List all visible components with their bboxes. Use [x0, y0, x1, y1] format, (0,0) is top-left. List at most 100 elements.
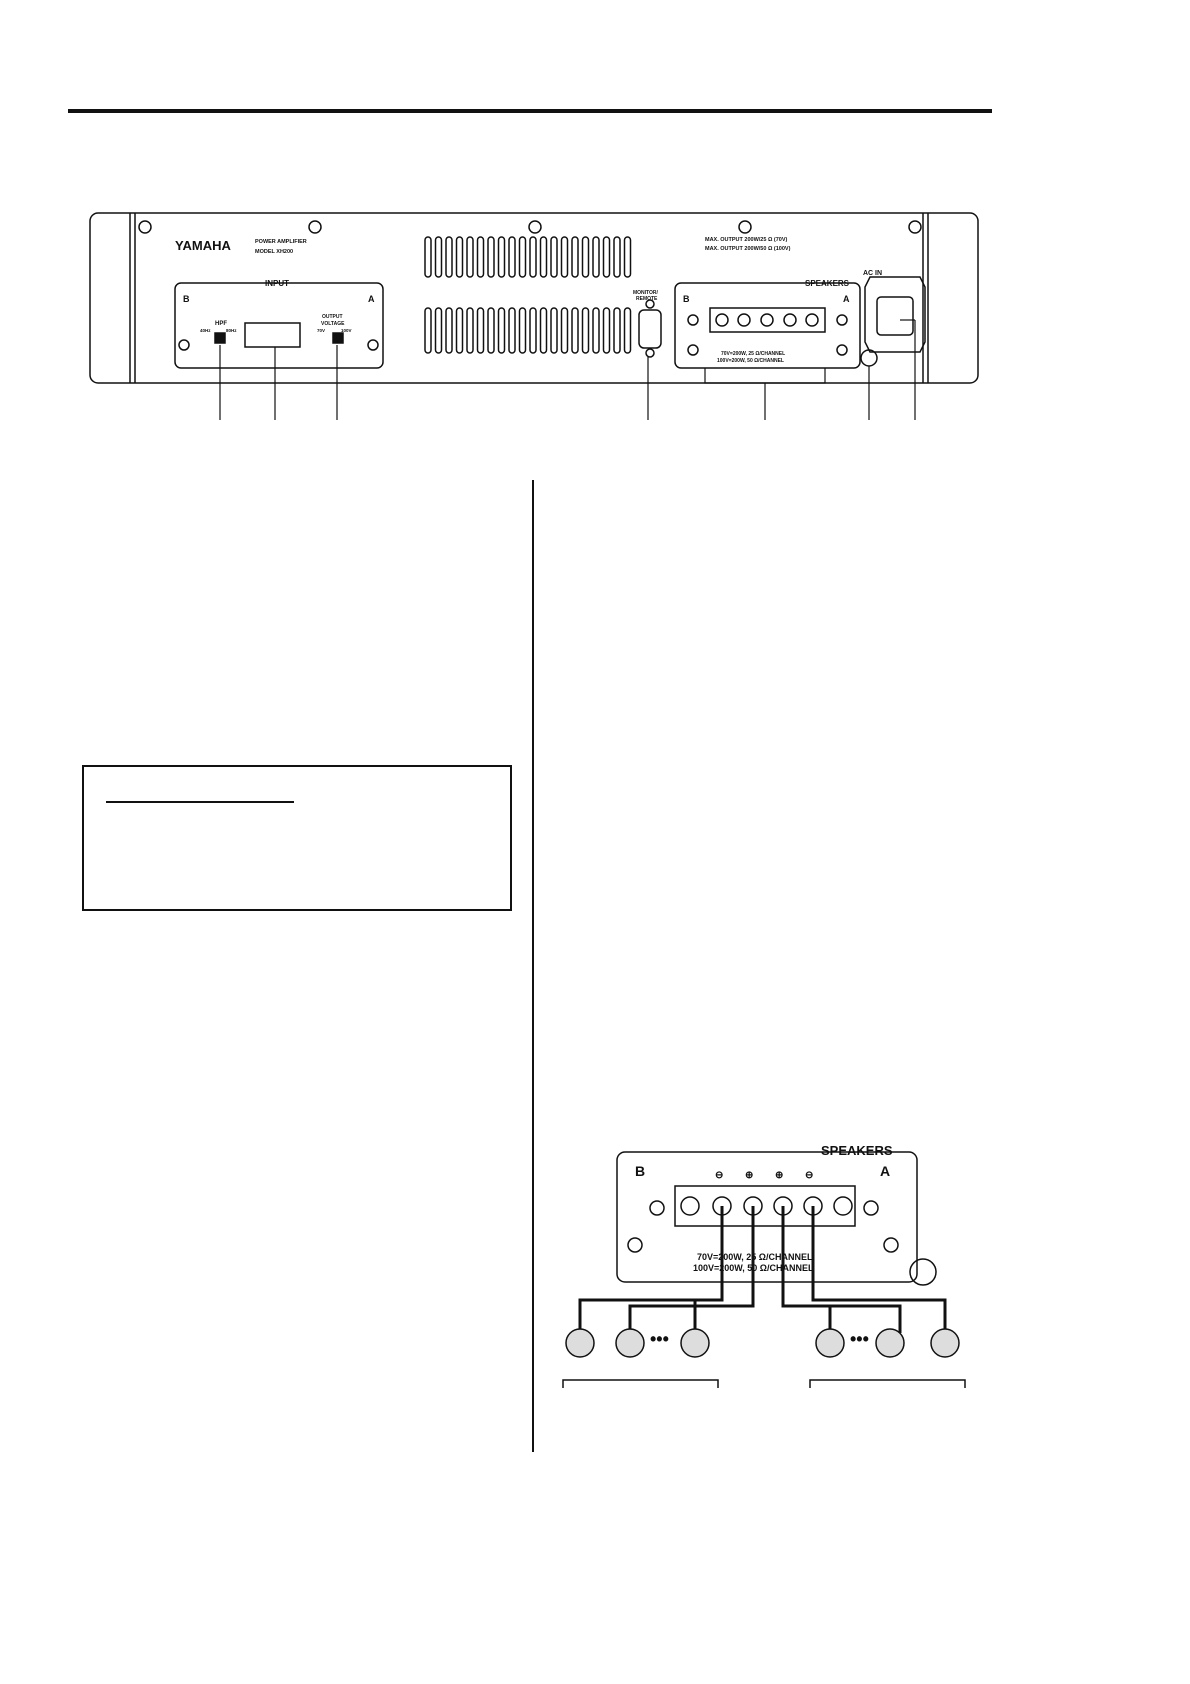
- vent-slot: [539, 236, 548, 278]
- vent-slot: [581, 236, 590, 278]
- bracket-group-a: [809, 1379, 966, 1388]
- bracket-group-b: [562, 1379, 719, 1388]
- channel-b-label: B: [635, 1163, 645, 1179]
- channel-a-label: A: [880, 1163, 890, 1179]
- ground-terminal: [909, 1258, 937, 1286]
- polarity-1: ⊖: [715, 1170, 723, 1181]
- input-channel-b: B: [183, 294, 190, 304]
- screw-icon: [138, 220, 922, 234]
- brand-logo: YAMAHA: [175, 238, 231, 253]
- speakers-title: SPEAKERS: [805, 279, 850, 288]
- vent-slot: [476, 236, 485, 278]
- vent-slot: [508, 236, 516, 278]
- note-box: [82, 765, 512, 911]
- callout-lines: [219, 319, 916, 420]
- ground-terminal: [860, 349, 878, 367]
- vent-slot: [613, 236, 621, 278]
- voltage-option-100: 100V: [341, 328, 352, 333]
- hpf-option-40: 40Hz: [200, 328, 211, 333]
- vent-slot: [434, 236, 443, 278]
- output-voltage-label-2: VOLTAGE: [321, 321, 345, 327]
- vent-slot: [424, 236, 432, 278]
- vent-slot: [592, 236, 600, 278]
- model-label: MODEL XH200: [255, 249, 293, 255]
- vent-slot: [487, 236, 495, 278]
- polarity-2: ⊕: [745, 1170, 753, 1181]
- vent-slot: [613, 307, 621, 354]
- speaker-connection-diagram: ••• ••• SPEAKERS B A ⊖ ⊕ ⊕ ⊖ 70V=200W, 25…: [562, 1143, 966, 1388]
- speaker-wires: [578, 1206, 947, 1333]
- input-terminal-block: [244, 322, 301, 348]
- vent-slot: [560, 307, 569, 354]
- output-voltage-switch: [332, 332, 344, 344]
- note-heading-rule: [106, 801, 294, 803]
- vent-slot: [466, 307, 474, 354]
- max-output-1: MAX. OUTPUT 200W/25 Ω (70V): [705, 237, 788, 243]
- ac-inlet: [864, 276, 926, 353]
- column-divider: [532, 480, 534, 1452]
- vent-slot: [602, 236, 611, 278]
- vent-slot: [550, 236, 558, 278]
- svg-text:•••: •••: [850, 1329, 869, 1349]
- top-rule: [68, 109, 992, 113]
- input-panel: [174, 282, 384, 369]
- hpf-option-80: 80Hz: [226, 328, 237, 333]
- hpf-switch: [214, 332, 226, 344]
- vent-slot: [497, 307, 506, 354]
- input-channel-a: A: [368, 294, 375, 304]
- vent-slot: [592, 307, 600, 354]
- vent-slot: [571, 307, 579, 354]
- vent-slot: [455, 307, 464, 354]
- vent-slot: [539, 307, 548, 354]
- rear-panel-illustration: YAMAHA POWER AMPLIFIER MODEL XH200 MAX. …: [89, 212, 979, 420]
- vent-slot: [571, 236, 579, 278]
- vent-slot: [445, 236, 453, 278]
- output-voltage-label: OUTPUT: [322, 314, 343, 320]
- polarity-4: ⊖: [805, 1170, 813, 1181]
- rating-line-1: 70V=200W, 25 Ω/CHANNEL: [697, 1252, 813, 1262]
- monitor-label: MONITOR/: [633, 290, 659, 296]
- monitor-remote-connector: [638, 309, 662, 349]
- input-title: INPUT: [265, 279, 289, 288]
- voltage-option-70: 70V: [317, 328, 325, 333]
- vent-slot: [424, 307, 432, 354]
- vent-slot: [508, 307, 516, 354]
- ventilation-slots: [424, 236, 632, 354]
- speakers-title: SPEAKERS: [821, 1143, 893, 1158]
- vent-slot: [550, 307, 558, 354]
- speaker-terminal-block: [709, 307, 826, 333]
- vent-slot: [581, 307, 590, 354]
- vent-slot: [518, 236, 527, 278]
- product-type: POWER AMPLIFIER: [255, 239, 307, 245]
- speakers-rating-1: 70V=200W, 25 Ω/CHANNEL: [721, 351, 785, 357]
- ac-in-label: AC IN: [863, 270, 882, 277]
- speaker-terminal-block: [674, 1185, 856, 1227]
- vent-slot: [487, 307, 495, 354]
- max-output-2: MAX. OUTPUT 200W/50 Ω (100V): [705, 246, 791, 252]
- vent-slot: [434, 307, 443, 354]
- vent-slot: [560, 236, 569, 278]
- vent-slot: [518, 307, 527, 354]
- hpf-label: HPF: [215, 321, 227, 327]
- vent-slot: [466, 236, 474, 278]
- vent-slot: [476, 307, 485, 354]
- rating-line-2: 100V=200W, 50 Ω/CHANNEL: [693, 1263, 814, 1273]
- speakers-panel: [616, 1151, 918, 1283]
- speakers-channel-a: A: [843, 294, 850, 304]
- speakers-panel: [674, 282, 861, 369]
- rack-chassis: [89, 212, 979, 384]
- vent-slot: [529, 307, 537, 354]
- vent-slot: [623, 307, 632, 354]
- vent-slot: [455, 236, 464, 278]
- vent-slot: [602, 307, 611, 354]
- speaker-icons: [565, 1328, 960, 1358]
- vent-slot: [445, 307, 453, 354]
- polarity-3: ⊕: [775, 1170, 783, 1181]
- remote-label: REMOTE: [636, 296, 658, 302]
- vent-slot: [529, 236, 537, 278]
- speakers-channel-b: B: [683, 294, 690, 304]
- speakers-rating-2: 100V=200W, 50 Ω/CHANNEL: [717, 358, 784, 364]
- vent-slot: [623, 236, 632, 278]
- svg-text:•••: •••: [650, 1329, 669, 1349]
- vent-slot: [497, 236, 506, 278]
